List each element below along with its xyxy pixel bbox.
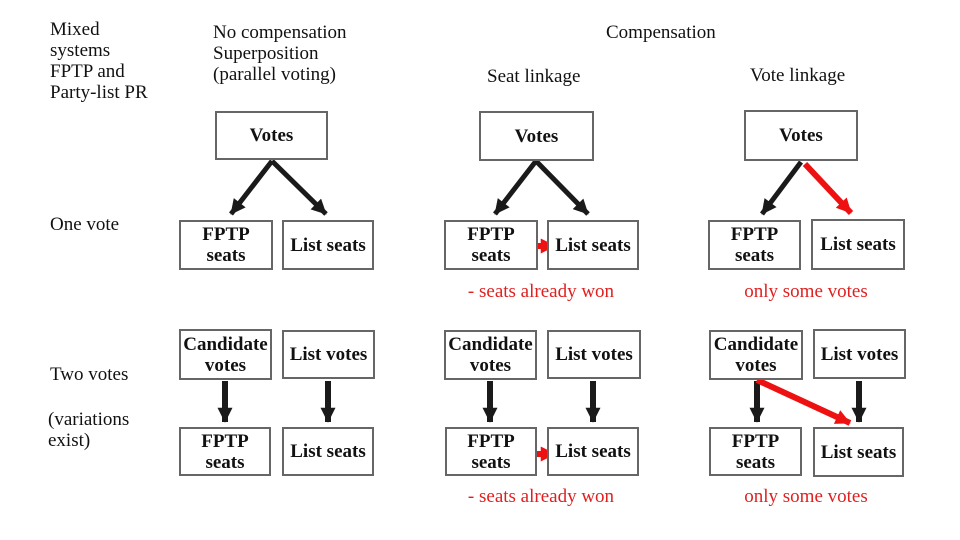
fptp-seats-box-parallel-one-vote: FPTP seats (179, 220, 273, 270)
seat-linkage-note-one-vote: - seats already won (467, 281, 615, 302)
box-label: FPTP (730, 224, 779, 245)
row-label-one-vote: One vote (50, 214, 120, 235)
box-label: Votes (779, 125, 823, 146)
header-no-compensation-line: Superposition (213, 43, 319, 64)
box-label: List seats (290, 234, 366, 256)
box-label: Votes (249, 125, 294, 146)
box-label: Candidate (713, 334, 799, 355)
box-label: FPTP (201, 430, 249, 452)
box-label: List seats (555, 234, 631, 256)
list-seats-box-parallel-two-votes: List seats (282, 427, 374, 476)
list-votes-box-vote-linkage: List votes (813, 329, 906, 379)
box-label: FPTP (467, 430, 515, 452)
header-no-compensation-line: (parallel voting) (213, 64, 336, 85)
box-label: FPTP (731, 430, 780, 452)
corner-title-line: Mixed (50, 19, 100, 40)
candidate-votes-box-seat-linkage: Candidate votes (444, 330, 537, 380)
arrow-votes-to-fptp-parallel (229, 159, 274, 216)
box-label: seats (205, 451, 245, 473)
row-label-variations-line: (variations (48, 409, 130, 430)
arrow-votes-to-fptp-vote-linkage (760, 160, 803, 216)
box-label: List votes (289, 344, 368, 365)
fptp-seats-box-parallel-two-votes: FPTP seats (179, 427, 271, 476)
box-label: Candidate (183, 333, 268, 355)
seat-linkage-note-two-votes: - seats already won (467, 486, 615, 507)
row-label-variations-line: exist) (48, 430, 91, 451)
box-label: votes (204, 354, 247, 376)
list-votes-box-seat-linkage: List votes (547, 330, 641, 379)
header-compensation: Compensation (606, 22, 716, 43)
votes-box-seat-linkage: Votes (479, 111, 594, 161)
box-label: FPTP (202, 224, 250, 245)
votes-box-vote-linkage: Votes (744, 110, 858, 161)
row-label-two-votes: Two votes (50, 364, 129, 385)
header-vote-linkage: Vote linkage (750, 65, 846, 86)
header-no-compensation-line: No compensation (213, 22, 347, 43)
box-label: seats (471, 245, 511, 266)
box-label: List seats (820, 441, 897, 463)
header-seat-linkage: Seat linkage (487, 66, 581, 87)
box-label: Candidate (448, 334, 533, 355)
fptp-seats-box-vote-linkage-two-votes: FPTP seats (709, 427, 802, 476)
list-seats-box-seat-linkage-two-votes: List seats (547, 427, 639, 476)
fptp-seats-box-seat-linkage-one-vote: FPTP seats (444, 220, 538, 270)
corner-title-line: Party-list PR (50, 82, 148, 103)
box-label: List seats (290, 441, 366, 462)
corner-title-line: systems (50, 40, 111, 61)
arrow-votes-to-list-seat-linkage (534, 159, 590, 216)
list-seats-box-vote-linkage-one-vote: List seats (811, 219, 905, 270)
box-label: FPTP (467, 224, 515, 245)
box-label: List seats (820, 234, 896, 255)
box-label: List votes (555, 344, 633, 365)
box-label: seats (471, 451, 511, 473)
arrow-votes-to-fptp-seat-linkage (493, 159, 538, 216)
box-label: Votes (514, 125, 559, 147)
candidate-votes-box-parallel: Candidate votes (179, 329, 272, 380)
box-label: votes (735, 355, 777, 376)
vote-linkage-note-two-votes: only some votes (744, 486, 868, 507)
box-label: List seats (555, 441, 631, 462)
list-votes-box-parallel: List votes (282, 330, 375, 379)
arrow-votes-to-list-red-vote-linkage (802, 161, 854, 216)
fptp-seats-box-seat-linkage-two-votes: FPTP seats (445, 427, 537, 476)
fptp-seats-box-vote-linkage-one-vote: FPTP seats (708, 220, 801, 270)
row-label-variations: (variations exist) (48, 409, 129, 451)
box-label: seats (735, 451, 776, 473)
box-label: seats (206, 245, 246, 266)
list-seats-box-seat-linkage-one-vote: List seats (547, 220, 639, 270)
candidate-votes-box-vote-linkage: Candidate votes (709, 330, 803, 380)
box-label: votes (469, 355, 512, 376)
corner-title-line: FPTP and (50, 61, 125, 82)
header-no-compensation: No compensation Superposition (parallel … (213, 22, 347, 85)
list-seats-box-parallel-one-vote: List seats (282, 220, 374, 270)
box-label: List votes (820, 343, 899, 365)
votes-box-parallel: Votes (215, 111, 328, 160)
arrow-candidate-to-list-red-vote-linkage (755, 377, 852, 426)
vote-linkage-note-one-vote: only some votes (744, 281, 868, 302)
arrow-votes-to-list-parallel (270, 159, 328, 216)
corner-title: Mixed systems FPTP and Party-list PR (50, 19, 148, 103)
box-label: seats (734, 245, 775, 266)
list-seats-box-vote-linkage-two-votes: List seats (813, 427, 904, 477)
